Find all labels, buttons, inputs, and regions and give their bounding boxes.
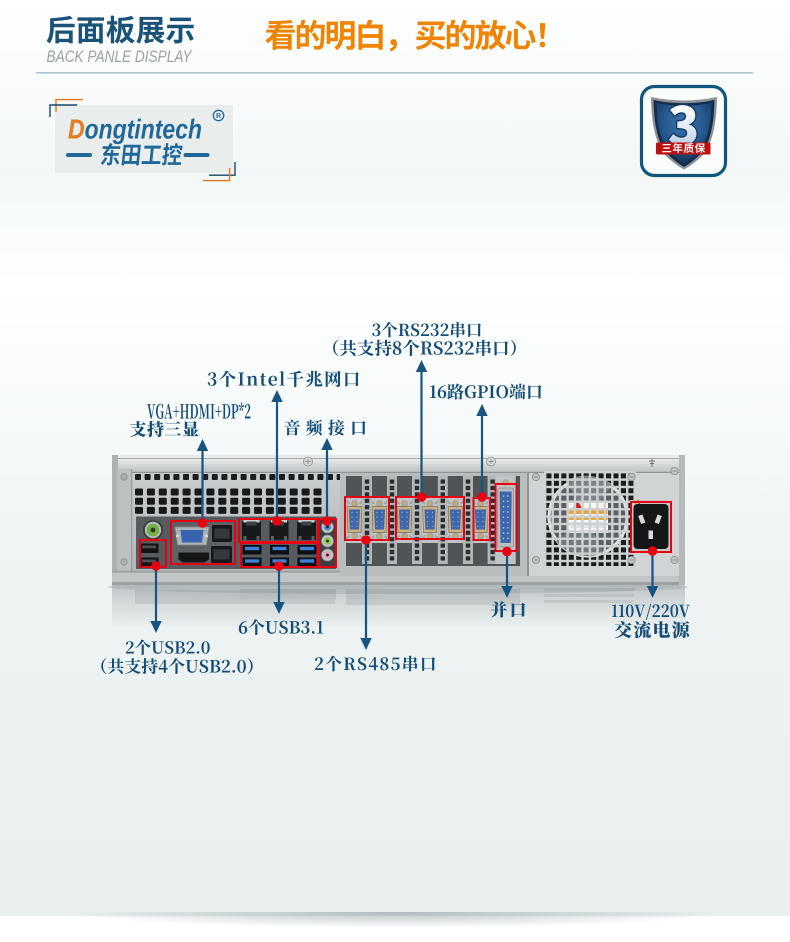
svg-text:BACK PANLE DISPLAY: BACK PANLE DISPLAY [47, 48, 193, 66]
